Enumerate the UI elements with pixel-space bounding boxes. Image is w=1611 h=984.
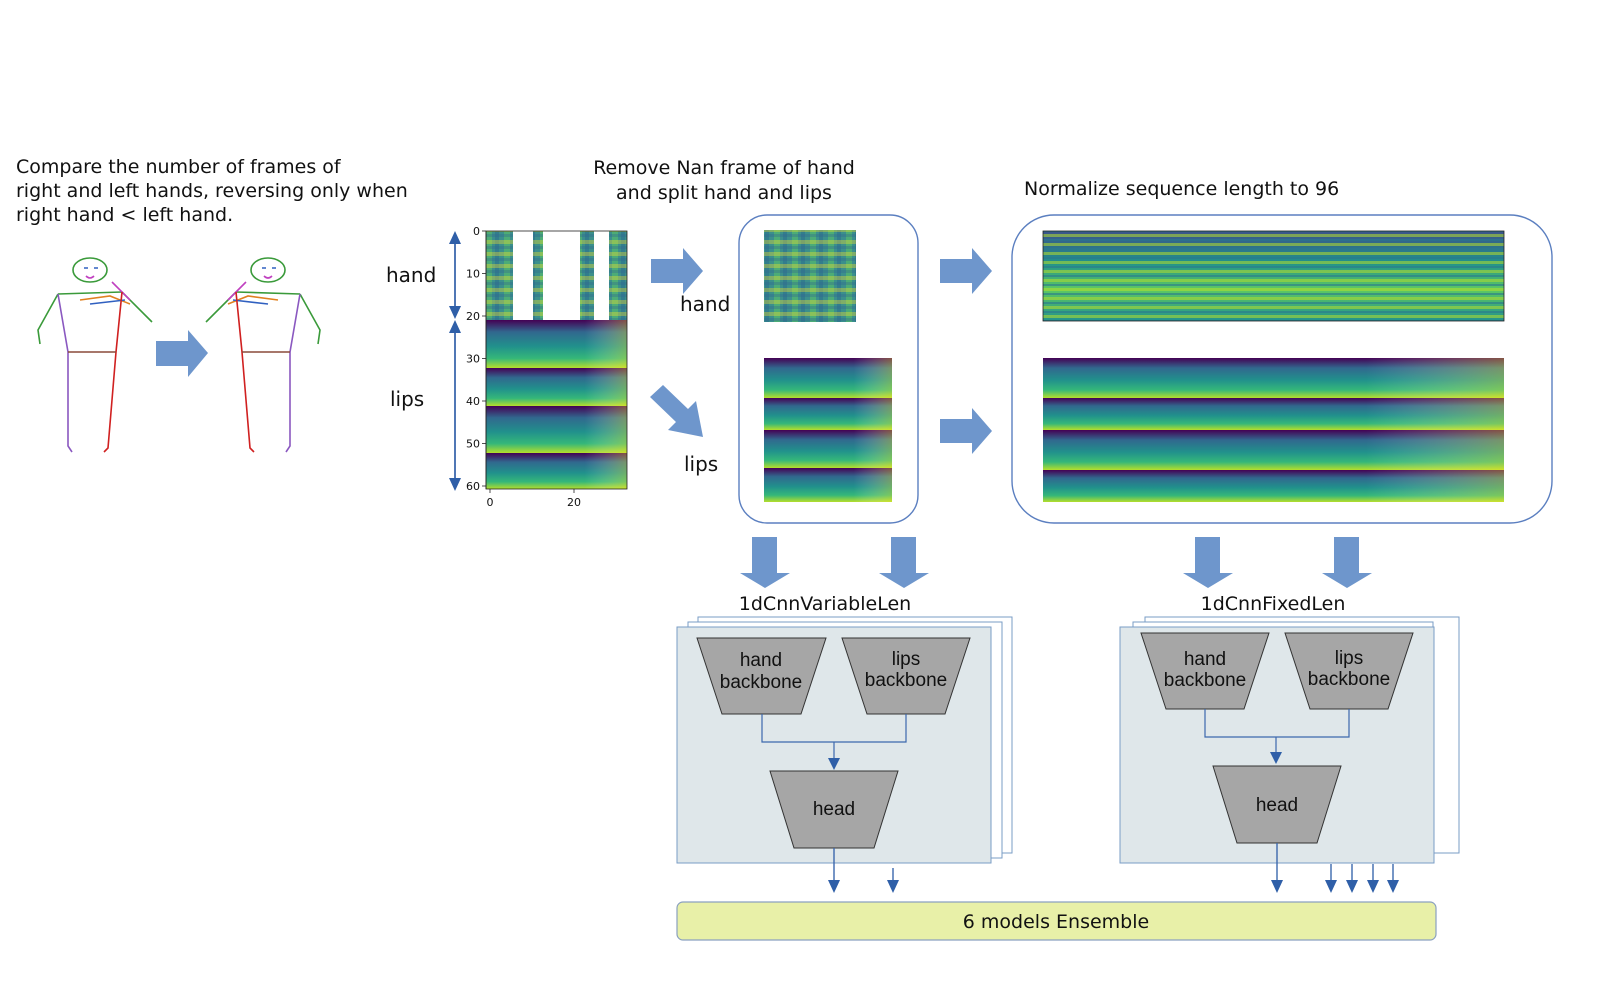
ensemble-label: 6 models Ensemble [963,911,1149,933]
fixed-model-title: 1dCnnFixedLen [1201,593,1346,615]
flip-caption-line-1: Compare the number of frames of [16,156,342,178]
y-tick-label: 20 [466,310,480,323]
fixed-lips-backbone-block [1284,632,1414,710]
lips-range-arrow [449,320,461,491]
y-tick-label: 40 [466,395,480,408]
split-lips-label: lips [684,452,718,476]
fixed-merge-arrowhead [1270,752,1282,764]
heatmap-lips-label: lips [390,387,424,411]
y-tick-group: 0 10 20 30 40 50 60 [466,225,486,493]
fixed-lips-backbone-label-1: lips [1335,648,1364,669]
heatmap-hand-label: hand [386,263,436,287]
input-heatmap [485,230,628,490]
x-tick-group: 0 20 [487,489,581,509]
variable-lips-backbone-label-2: backbone [865,670,947,691]
flip-arrow-icon [156,330,208,377]
stick-figure-flipped [205,257,321,453]
x-tick-label: 0 [487,496,494,509]
hand-range-arrow [449,231,461,319]
fixed-hand-backbone-label-1: hand [1184,649,1226,670]
split-hand-heatmap [764,230,856,322]
split-lips-heatmap [764,358,892,502]
variable-hand-backbone-block [696,637,827,715]
split-hand-label: hand [680,292,730,316]
variable-lips-backbone-block [841,637,971,715]
variable-head-label: head [813,799,855,820]
variable-model-title: 1dCnnVariableLen [739,593,911,615]
to-variable-hand-arrow-icon [740,537,790,588]
fixed-lips-backbone-label-2: backbone [1308,669,1390,690]
to-variable-lips-arrow-icon [879,537,929,588]
split-lips-arrow-icon [650,385,703,437]
to-fixed-lips-arrow-icon [1322,537,1372,588]
y-tick-label: 50 [466,438,480,451]
y-tick-label: 0 [473,225,480,238]
y-tick-label: 60 [466,480,480,493]
model-output-arrows [828,843,1399,893]
y-tick-label: 10 [466,268,480,281]
ensemble-bar [676,901,1437,941]
variable-merge-arrowhead [828,758,840,770]
stick-figure-original [37,257,153,453]
variable-head-block [769,770,899,849]
flip-caption-line-3: right hand < left hand. [16,204,233,226]
normalize-hand-arrow-icon [940,248,992,294]
x-tick-label: 20 [567,496,581,509]
normalized-hand-heatmap [1042,230,1505,322]
fixed-head-label: head [1256,795,1298,816]
normalized-lips-heatmap [1043,358,1504,502]
normalize-caption: Normalize sequence length to 96 [1024,178,1339,200]
fixed-hand-backbone-label-2: backbone [1164,670,1246,691]
split-caption-line-1: Remove Nan frame of hand [593,157,855,179]
fixed-hand-backbone-block [1140,632,1270,710]
variable-hand-backbone-label-1: hand [740,650,782,671]
split-hand-arrow-icon [651,248,703,294]
normalize-frame [1011,214,1553,524]
variable-hand-backbone-label-2: backbone [720,672,802,693]
y-tick-label: 30 [466,353,480,366]
split-caption-line-2: and split hand and lips [616,182,832,204]
to-fixed-hand-arrow-icon [1183,537,1233,588]
split-frame [738,214,919,524]
flip-caption-line-2: right and left hands, reversing only whe… [16,180,408,202]
fixed-head-block [1212,765,1342,844]
variable-lips-backbone-label-1: lips [892,649,921,670]
normalize-lips-arrow-icon [940,408,992,454]
lips-heatmap-bands [486,320,627,489]
